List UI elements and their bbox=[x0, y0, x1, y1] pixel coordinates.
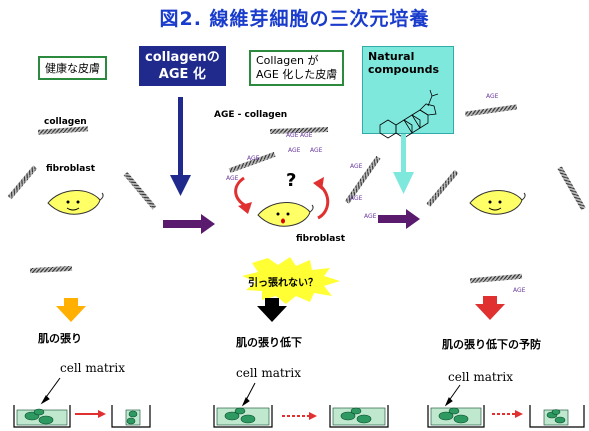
svg-text:AGE: AGE bbox=[350, 163, 363, 170]
fibroblast-cell-mid bbox=[257, 202, 314, 227]
age-cause-box: collagenの AGE 化 bbox=[139, 46, 226, 86]
matrix-gels bbox=[16, 407, 569, 426]
fibroblast-label-mid: fibroblast bbox=[296, 234, 345, 244]
svg-text:AGE: AGE bbox=[310, 147, 323, 154]
svg-text:AGE: AGE bbox=[288, 147, 301, 154]
question-mark: ? bbox=[286, 170, 297, 191]
natural-compounds-line1: Natural bbox=[368, 50, 415, 63]
matrix-pointers bbox=[40, 377, 461, 407]
fibroblast-cell-left bbox=[47, 190, 104, 215]
collagen-fiber bbox=[29, 265, 73, 274]
svg-text:AGE: AGE bbox=[247, 155, 260, 162]
svg-text:AGE: AGE bbox=[364, 213, 377, 220]
cause-arrow-shaft bbox=[178, 97, 183, 177]
svg-text:AGE: AGE bbox=[513, 287, 526, 294]
burst-shape bbox=[242, 257, 340, 304]
collagen-fiber bbox=[426, 169, 459, 207]
aged-skin-line1: Collagen が bbox=[256, 54, 319, 67]
age-collagen-label: AGE - collagen bbox=[214, 110, 288, 120]
age-collagen-fiber bbox=[269, 126, 329, 135]
cause-arrow-head bbox=[170, 175, 191, 196]
cell-matrix-label-right: cell matrix bbox=[448, 370, 514, 384]
cell-matrix-label-mid: cell matrix bbox=[236, 366, 302, 380]
age-collagen-fiber bbox=[228, 151, 276, 174]
culture-dishes bbox=[13, 405, 585, 428]
age-collagen-fiber bbox=[344, 155, 381, 204]
collagen-fiber bbox=[123, 171, 157, 210]
age-cause-line2: AGE 化 bbox=[158, 67, 206, 82]
progress-arrows bbox=[163, 209, 420, 234]
outcome-label-left: 肌の張り bbox=[38, 332, 82, 345]
molecule-structure bbox=[379, 89, 439, 139]
aged-skin-label: Collagen が AGE 化した皮膚 bbox=[249, 50, 345, 86]
natural-arrow-shaft bbox=[401, 134, 406, 174]
natural-compounds-line2: compounds bbox=[368, 63, 440, 76]
svg-text:AGE: AGE bbox=[286, 132, 299, 139]
outcome-arrows bbox=[56, 296, 505, 322]
natural-arrow-head bbox=[393, 172, 414, 194]
diagram-title: 図2. 線維芽細胞の三次元培養 bbox=[159, 8, 430, 30]
cell-matrix-label-left: cell matrix bbox=[60, 361, 126, 375]
fibroblast-cell-right bbox=[469, 190, 526, 215]
svg-text:AGE: AGE bbox=[226, 175, 239, 182]
outcome-label-mid: 肌の張り低下 bbox=[236, 336, 302, 349]
svg-text:AGE: AGE bbox=[300, 132, 313, 139]
natural-compounds-box: Natural compounds bbox=[362, 46, 454, 134]
svg-text:AGE: AGE bbox=[350, 195, 363, 202]
collagen-fiber bbox=[7, 165, 38, 200]
burst-label: 引っ張れない？ bbox=[248, 278, 318, 289]
collagen-fiber bbox=[469, 273, 523, 284]
age-cause-line1: collagenの bbox=[145, 50, 220, 65]
collagen-fiber bbox=[37, 126, 89, 135]
collagen-fiber bbox=[464, 104, 518, 117]
healthy-skin-label: 健康な皮膚 bbox=[38, 56, 107, 80]
dish-arrows bbox=[75, 410, 523, 420]
collagen-label: collagen bbox=[44, 117, 87, 127]
outcome-label-right: 肌の張り低下の予防 bbox=[442, 338, 541, 351]
collagen-fibers bbox=[7, 104, 586, 284]
collagen-fiber bbox=[557, 166, 586, 211]
fibroblast-label-left: fibroblast bbox=[46, 164, 95, 174]
aged-skin-line2: AGE 化した皮膚 bbox=[256, 68, 338, 81]
svg-text:AGE: AGE bbox=[486, 93, 499, 100]
